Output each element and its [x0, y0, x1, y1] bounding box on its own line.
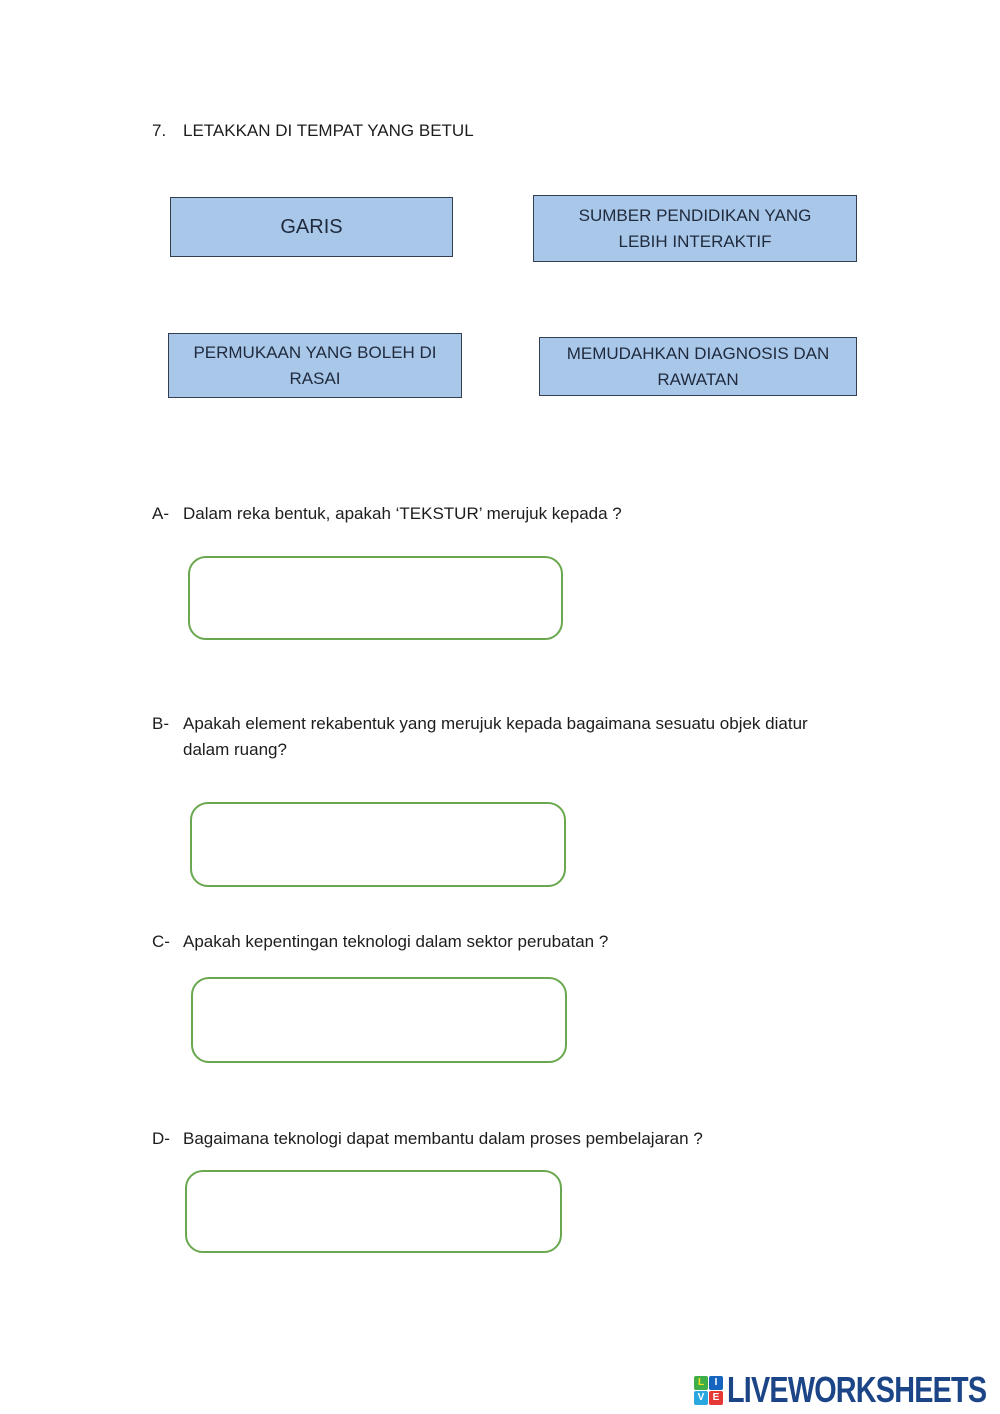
question-c: C- Apakah kepentingan teknologi dalam se…	[152, 929, 608, 955]
question-text: Bagaimana teknologi dapat membantu dalam…	[183, 1129, 703, 1148]
brand-wordmark: LIVEWORKSHEETS	[727, 1369, 987, 1410]
question-b: B- Apakah element rekabentuk yang meruju…	[152, 711, 848, 763]
word-card-label: GARIS	[280, 216, 343, 238]
question-letter: B-	[152, 714, 169, 733]
answer-dropzone-b[interactable]	[190, 802, 566, 887]
question-number: 7.	[152, 121, 167, 140]
word-card-sumber-pendidikan[interactable]: SUMBER PENDIDIKAN YANG LEBIH INTERAKTIF	[533, 195, 857, 262]
question-a: A- Dalam reka bentuk, apakah ‘TEKSTUR’ m…	[152, 501, 622, 527]
logo-square-v: V	[694, 1390, 708, 1405]
word-card-label: MEMUDAHKAN DIAGNOSIS DAN RAWATAN	[566, 343, 830, 389]
word-card-label: PERMUKAAN YANG BOLEH DI RASAI	[193, 342, 437, 388]
word-card-garis[interactable]: GARIS	[170, 197, 453, 257]
answer-dropzone-a[interactable]	[188, 556, 563, 640]
logo-square-e: E	[709, 1390, 723, 1405]
word-card-label: SUMBER PENDIDIKAN YANG LEBIH INTERAKTIF	[578, 205, 812, 251]
question-d: D- Bagaimana teknologi dapat membantu da…	[152, 1126, 703, 1152]
question-text: Dalam reka bentuk, apakah ‘TEKSTUR’ meru…	[183, 504, 622, 523]
liveworksheets-logo: L I V E LIVEWORKSHEETS	[694, 1369, 1000, 1411]
answer-dropzone-d[interactable]	[185, 1170, 562, 1253]
question-text: Apakah element rekabentuk yang merujuk k…	[183, 714, 808, 759]
logo-square-i: I	[709, 1375, 723, 1390]
liveworksheets-logo-icon: L I V E	[694, 1375, 723, 1405]
question-letter: D-	[152, 1129, 170, 1148]
question-heading: 7. LETAKKAN DI TEMPAT YANG BETUL	[152, 121, 474, 141]
word-card-memudahkan-diagnosis[interactable]: MEMUDAHKAN DIAGNOSIS DAN RAWATAN	[539, 337, 857, 396]
answer-dropzone-c[interactable]	[191, 977, 567, 1063]
logo-square-l: L	[694, 1375, 708, 1390]
question-letter: C-	[152, 932, 170, 951]
page-title: LETAKKAN DI TEMPAT YANG BETUL	[183, 121, 474, 140]
word-card-permukaan[interactable]: PERMUKAAN YANG BOLEH DI RASAI	[168, 333, 462, 398]
question-text: Apakah kepentingan teknologi dalam sekto…	[183, 932, 609, 951]
question-letter: A-	[152, 504, 169, 523]
